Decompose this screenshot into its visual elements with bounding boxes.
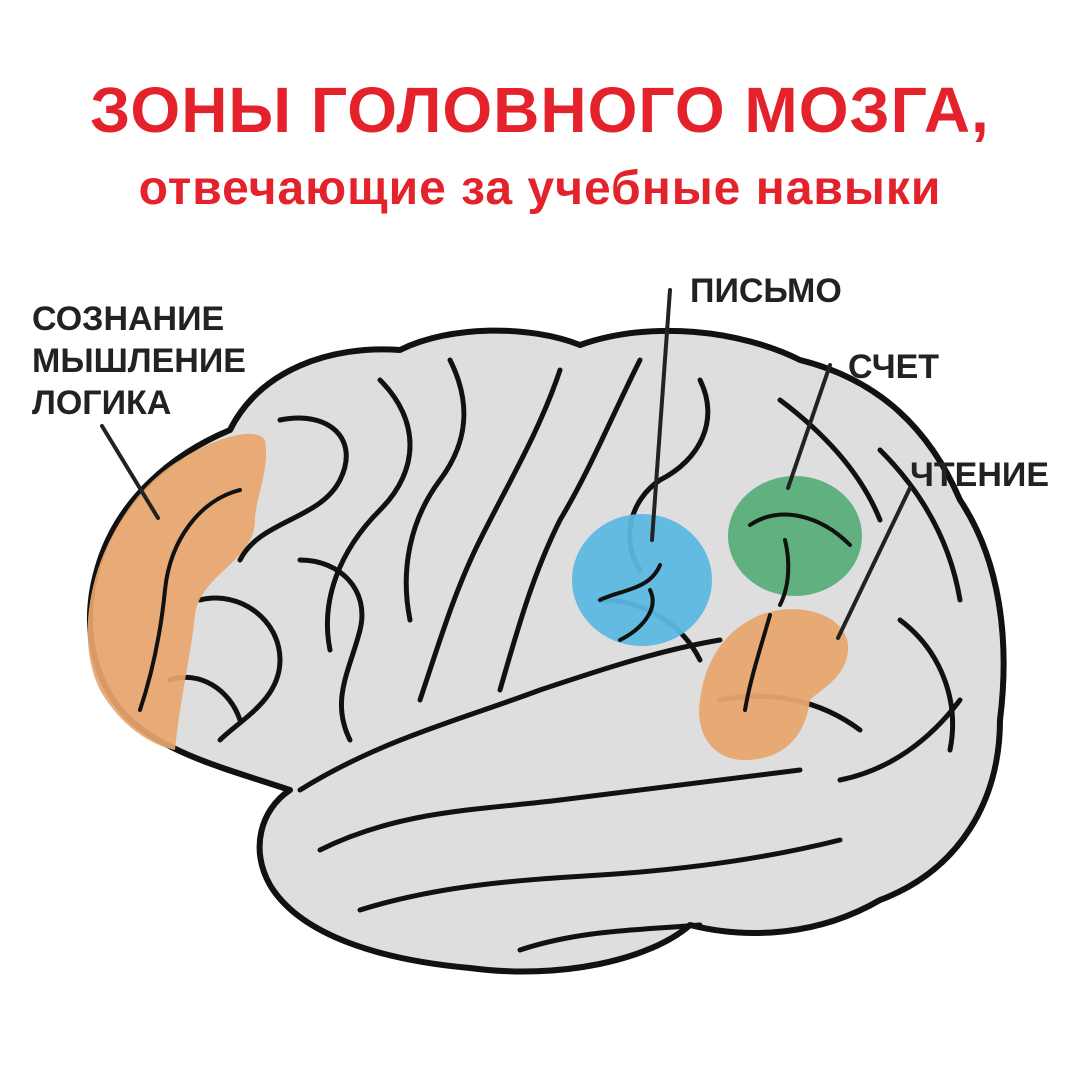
zone-reading-orange [699, 609, 849, 760]
label-consciousness: СОЗНАНИЕ [32, 300, 225, 338]
zone-writing-blue [572, 514, 712, 646]
pointer-lines [100, 288, 912, 640]
label-thinking: МЫШЛЕНИЕ [32, 342, 246, 380]
label-counting: СЧЕТ [848, 348, 940, 386]
title-main: ЗОНЫ ГОЛОВНОГО МОЗГА, [90, 74, 990, 146]
zone-frontal-orange [87, 433, 267, 750]
brain-outline [87, 327, 1007, 975]
label-logic: ЛОГИКА [32, 384, 172, 422]
pointer-line-reading [836, 486, 912, 640]
title-subtitle: отвечающие за учебные навыки [138, 162, 942, 215]
zone-folds [138, 488, 852, 712]
pointer-line-writing [650, 288, 672, 542]
label-reading: ЧТЕНИЕ [910, 456, 1050, 494]
pointer-line-frontal [100, 424, 160, 520]
pointer-line-counting [786, 363, 832, 490]
zone-counting-green [728, 476, 862, 596]
label-writing: ПИСЬМО [690, 272, 842, 310]
